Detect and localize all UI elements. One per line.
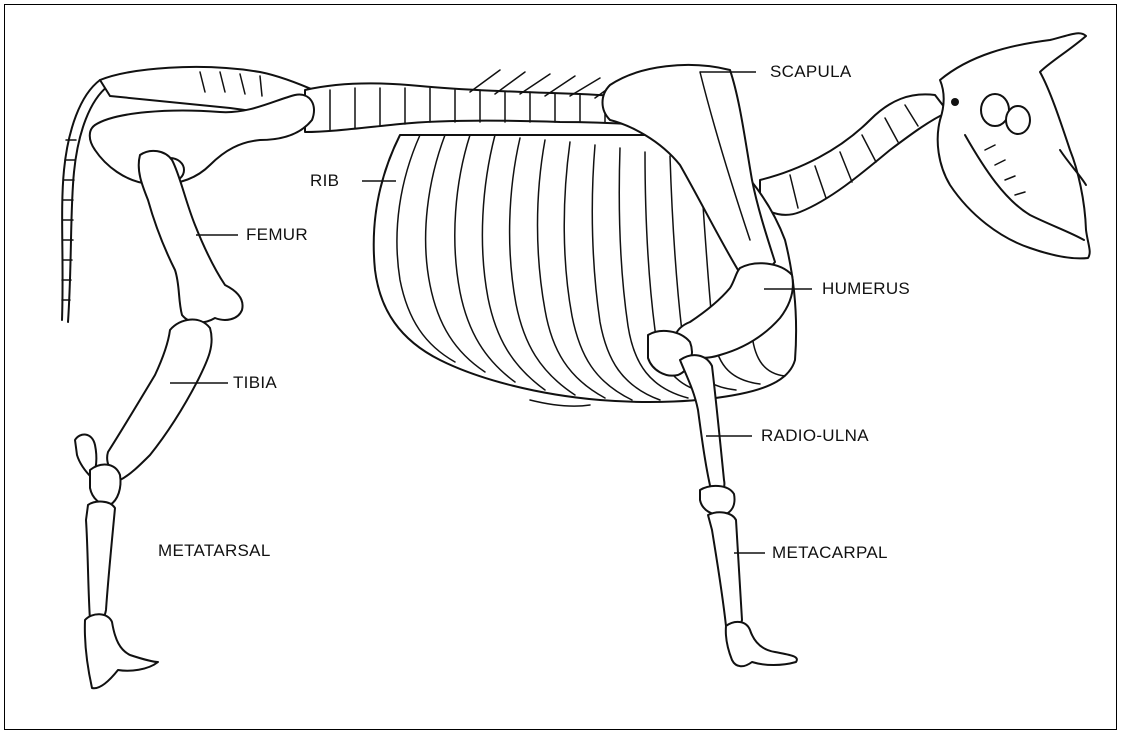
label-humerus: HUMERUS [822,279,910,299]
skull [938,33,1090,258]
label-radio-ulna: RADIO-ULNA [761,426,869,446]
cervical-vertebrae [760,94,948,214]
label-tibia: TIBIA [233,373,277,393]
label-rib: RIB [310,171,339,191]
fore-foot [700,486,797,666]
label-femur: FEMUR [246,225,308,245]
label-metatarsal: METATARSAL [158,541,271,561]
hind-foot [85,465,158,689]
pelvis [90,95,314,185]
tail [62,80,108,322]
tibia-bone [75,320,212,480]
label-metacarpal: METACARPAL [772,543,888,563]
label-scapula: SCAPULA [770,62,851,82]
